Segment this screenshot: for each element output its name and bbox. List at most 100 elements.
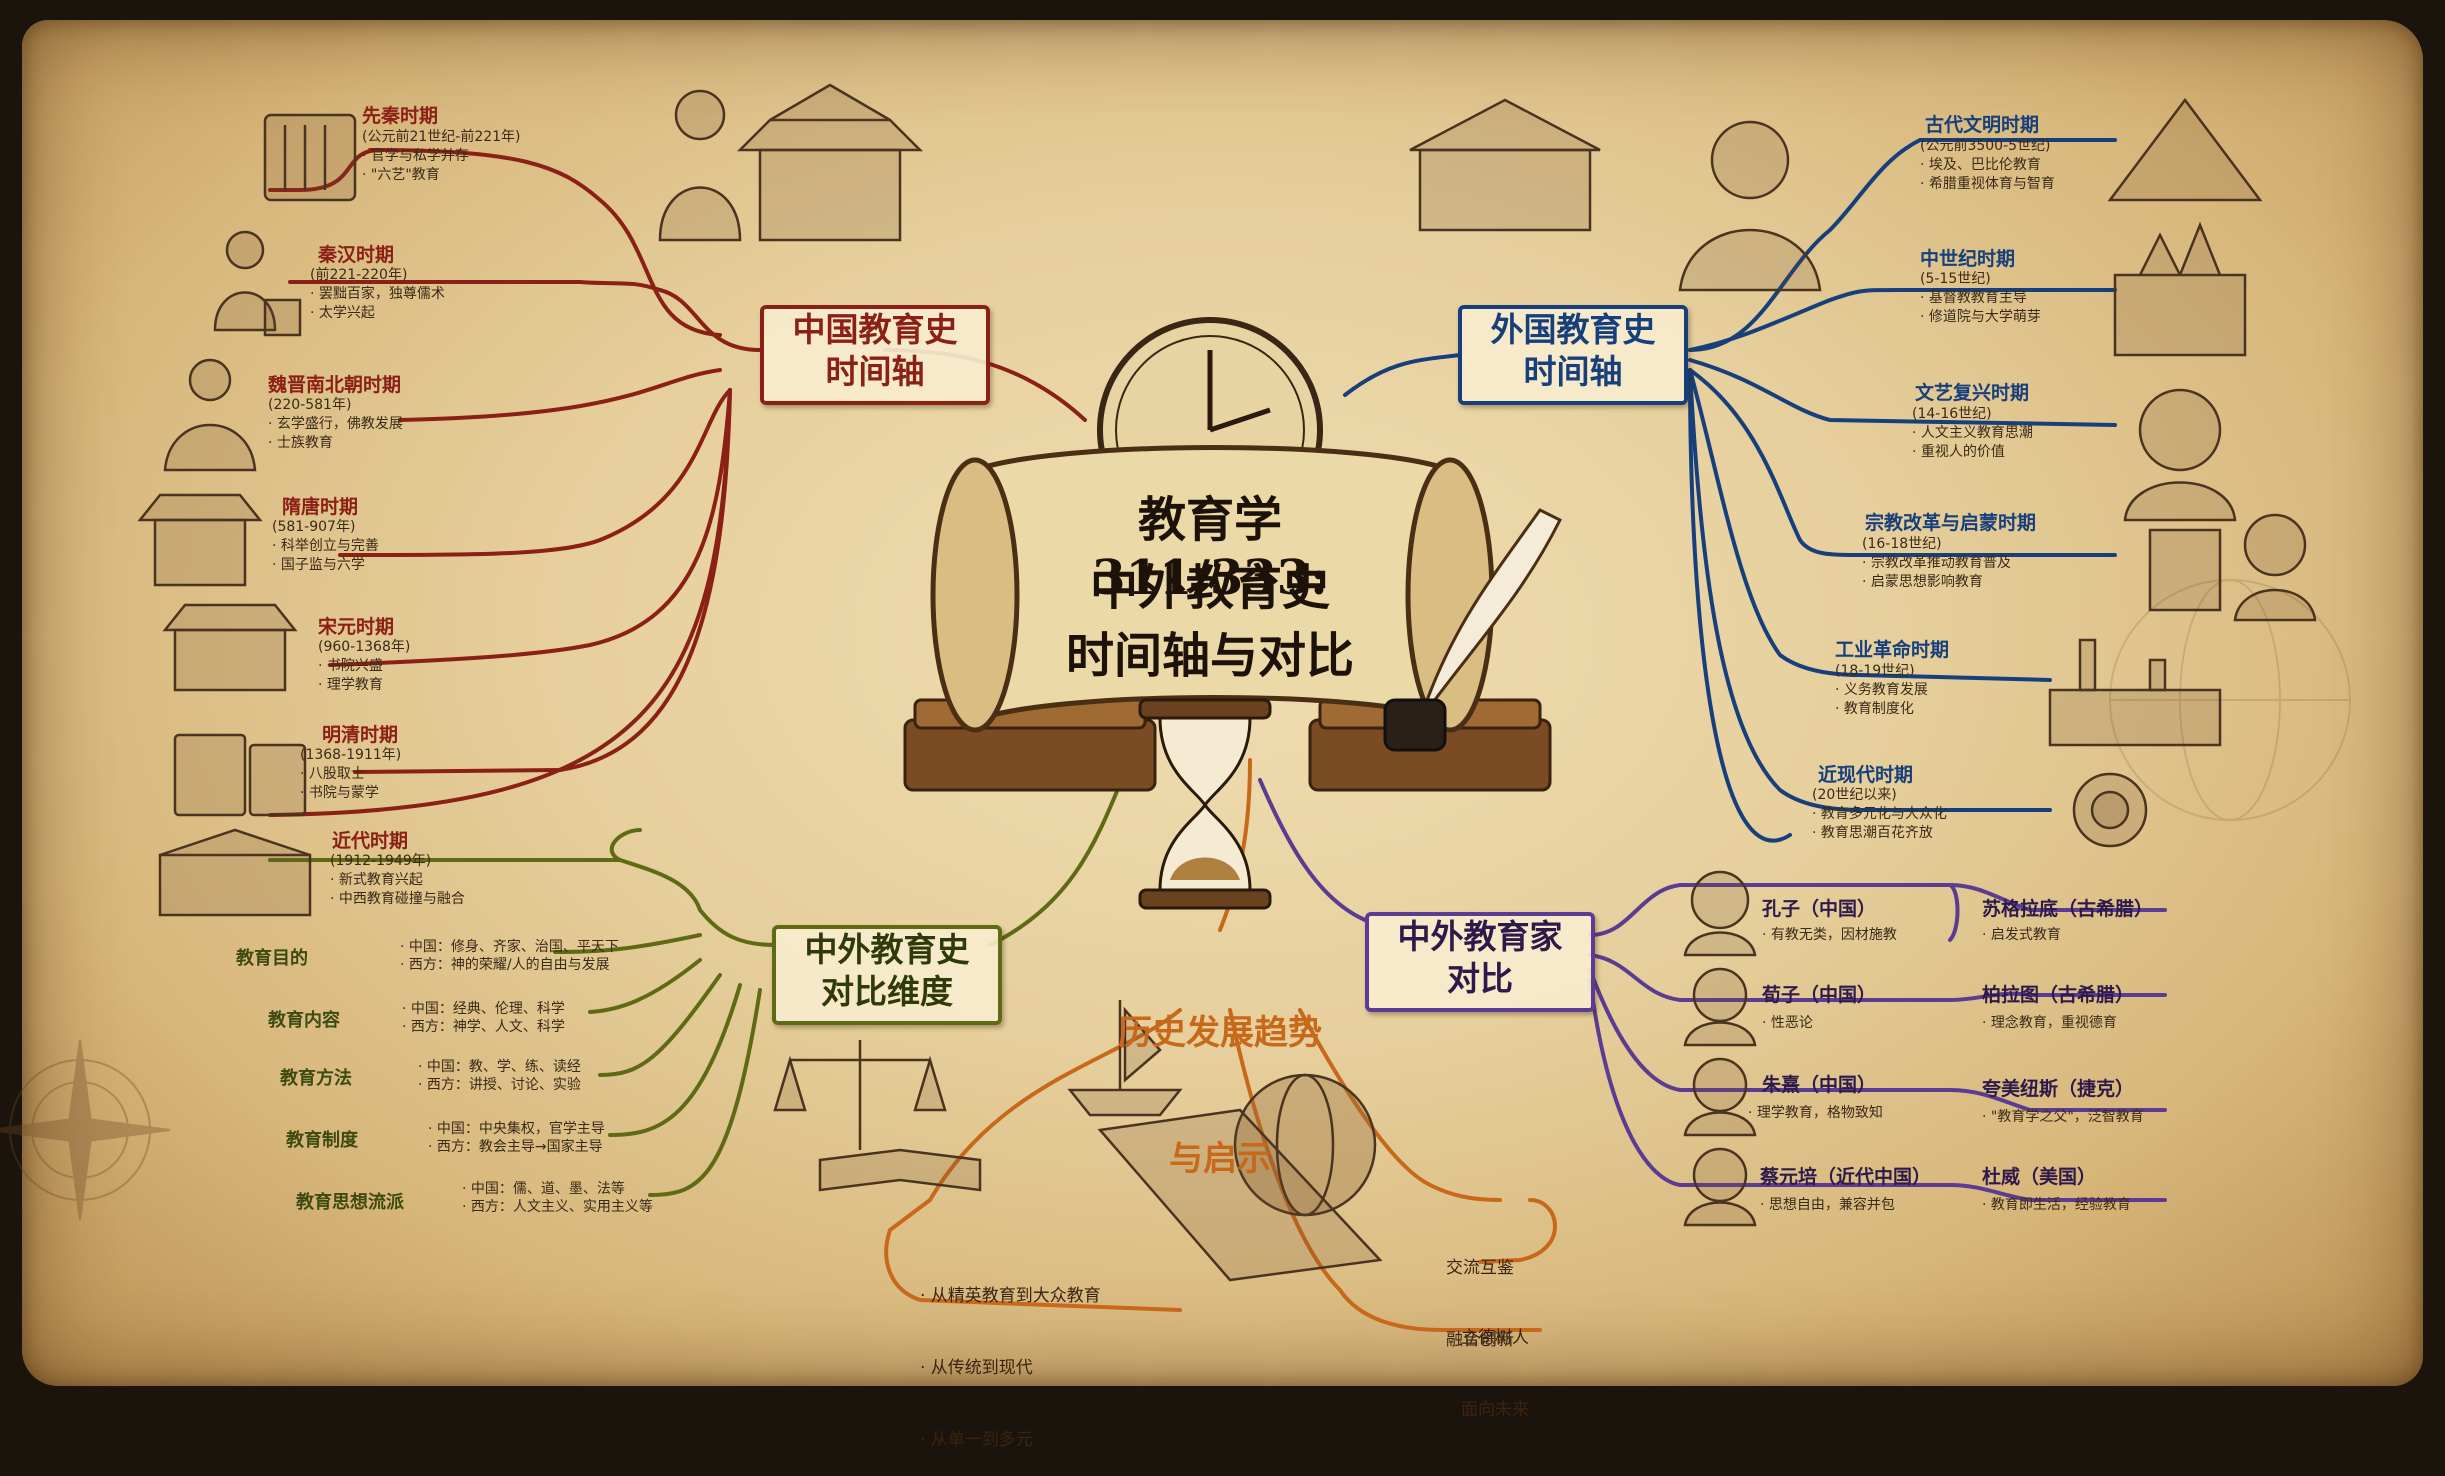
confucius-portrait-icon — [1683, 870, 1757, 957]
trend-item: · 从单一到多元 — [920, 1430, 1033, 1450]
mindmap-canvas — [0, 83, 2351, 1332]
educator-desc: · 理学教育，格物致知 — [1748, 1105, 1883, 1121]
dim-label[interactable]: 教育制度 — [286, 1130, 358, 1151]
meditating-scholar-icon — [163, 358, 257, 472]
quill-icon — [1383, 508, 1563, 752]
dim-label[interactable]: 教育方法 — [280, 1068, 352, 1089]
branch-trends[interactable]: 历史发展趋势 与启示 — [1090, 928, 1350, 1222]
parthenon-icon — [1409, 98, 1601, 232]
cn-period-title[interactable]: 先秦时期 — [362, 105, 439, 127]
educator-desc: · 教育即生活，经验教育 — [1982, 1197, 2131, 1213]
books-icon — [903, 698, 1552, 792]
dim-label[interactable]: 教育思想流派 — [296, 1192, 404, 1213]
center-title-line3: 时间轴与对比 — [1065, 628, 1354, 684]
dim-details: · 中国：修身、齐家、治国、平天下· 西方：神的荣耀/人的自由与发展 — [400, 939, 619, 973]
educator-desc: · 性恶论 — [1762, 1015, 1813, 1031]
dim-details: · 中国：儒、道、墨、法等· 西方：人文主义、实用主义等 — [462, 1181, 653, 1215]
educator-name[interactable]: 荀子（中国） — [1762, 984, 1877, 1006]
educator-name[interactable]: 孔子（中国） — [1762, 898, 1877, 920]
cn-period-title[interactable]: 明清时期 — [322, 724, 399, 746]
educator-desc: · 思想自由，兼容并包 — [1760, 1197, 1895, 1213]
xunzi-portrait-icon — [1683, 967, 1757, 1047]
printing-press-icon — [2148, 528, 2222, 612]
fr-period-title[interactable]: 近现代时期 — [1818, 764, 1914, 786]
fr-period-title[interactable]: 中世纪时期 — [1920, 248, 2016, 270]
branch-comparison-dimensions[interactable]: 中外教育史 对比维度 — [772, 925, 1002, 1025]
cn-period-title[interactable]: 魏晋南北朝时期 — [268, 374, 402, 396]
zhuxi-portrait-icon — [1683, 1057, 1757, 1137]
branch-edu-title2: 对比 — [1447, 959, 1513, 998]
fr-period-details: (5-15世纪)· 基督教教育主导· 修道院与大学萌芽 — [1920, 271, 2041, 325]
cai-yuanpei-portrait-icon — [1683, 1147, 1757, 1227]
fr-period-details: (18-19世纪)· 义务教育发展· 教育制度化 — [1835, 663, 1928, 717]
greek-philosopher-icon — [1678, 120, 1822, 292]
fr-period-details: (公元前3500-5世纪)· 埃及、巴比伦教育· 希腊重视体育与智育 — [1920, 138, 2055, 192]
branch-fr-title2: 时间轴 — [1523, 352, 1623, 391]
center-illustration — [903, 317, 1563, 910]
cathedral-icon — [2113, 221, 2247, 357]
educator-name[interactable]: 夸美纽斯（捷克） — [1982, 1078, 2135, 1100]
dim-details: · 中国：教、学、练、读经· 西方：讲授、讨论、实验 — [418, 1059, 581, 1093]
center-title-line1: 教育学311/333: — [1092, 492, 1328, 606]
map-globe-icon — [2109, 579, 2351, 821]
fr-period-title[interactable]: 工业革命时期 — [1835, 639, 1950, 661]
educator-name[interactable]: 苏格拉底（古希腊） — [1982, 898, 2154, 920]
sailing-ship-icon — [1067, 1000, 1183, 1117]
educator-desc: · 启发式教育 — [1982, 927, 2061, 943]
trend-list: · 从精英教育到大众教育 · 从传统到现代 · 从单一到多元 — [920, 1236, 1101, 1476]
ancient-books-icon — [173, 733, 307, 817]
cn-period-title[interactable]: 近代时期 — [332, 830, 409, 852]
branch-dim-title1: 中外教育史 — [804, 930, 970, 969]
bamboo-scroll-icon — [263, 113, 357, 202]
cn-period-details: (公元前21世纪-前221年)· 官学与私学并存· "六艺"教育 — [362, 129, 521, 183]
dim-details: · 中国：中央集权，官学主导· 西方：教会主导→国家主导 — [428, 1121, 605, 1155]
cn-period-details: (220-581年)· 玄学盛行，佛教发展· 士族教育 — [268, 397, 403, 451]
educator-name[interactable]: 柏拉图（古希腊） — [1982, 984, 2135, 1006]
fr-period-title[interactable]: 古代文明时期 — [1925, 114, 2040, 136]
pyramid-icon — [2107, 97, 2263, 202]
cn-period-title[interactable]: 秦汉时期 — [318, 244, 395, 266]
cn-period-details: (1368-1911年)· 八股取士· 书院与蒙学 — [300, 747, 402, 801]
modern-school-icon — [158, 828, 312, 917]
scholar-writing-icon — [213, 230, 302, 337]
trend-insight-morality[interactable]: 立德树人 面向未来 — [1461, 1328, 1529, 1420]
reformer-portrait-icon — [2233, 513, 2317, 622]
center-title-line2: 中外教育史 — [1089, 560, 1330, 616]
cn-period-title[interactable]: 宋元时期 — [318, 616, 395, 638]
branch-cn-title1: 中国教育史 — [792, 310, 958, 349]
cn-period-details: (1912-1949年)· 新式教育兴起· 中西教育碰撞与融合 — [330, 853, 465, 907]
chinese-palace-icon — [736, 83, 924, 242]
branch-cn-history[interactable]: 中国教育史 时间轴 — [760, 305, 990, 405]
dim-details: · 中国：经典、伦理、科学· 西方：神学、人文、科学 — [402, 1001, 565, 1035]
open-book-icon — [818, 1148, 982, 1192]
trend-item: · 从精英教育到大众教育 — [920, 1286, 1101, 1306]
educator-desc: · 有教无类，因材施教 — [1762, 927, 1897, 943]
dim-label[interactable]: 教育目的 — [236, 948, 308, 969]
sui-tang-building-icon — [137, 493, 263, 587]
educator-name[interactable]: 杜威（美国） — [1982, 1166, 2097, 1188]
cn-period-title[interactable]: 隋唐时期 — [282, 496, 359, 518]
fr-period-details: (14-16世纪)· 人文主义教育思潮· 重视人的价值 — [1912, 406, 2033, 460]
dim-label[interactable]: 教育内容 — [268, 1010, 340, 1031]
branch-trend-title1: 历史发展趋势 — [1118, 1013, 1322, 1053]
branch-educators[interactable]: 中外教育家 对比 — [1365, 912, 1595, 1012]
connectors-cn — [268, 148, 1087, 817]
fr-period-details: (16-18世纪)· 宗教改革推动教育普及· 启蒙思想影响教育 — [1862, 536, 2011, 590]
branch-foreign-history[interactable]: 外国教育史 时间轴 — [1458, 305, 1688, 405]
trend-item: · 从传统到现代 — [920, 1358, 1033, 1378]
academy-gate-icon — [162, 603, 298, 692]
fr-period-title[interactable]: 文艺复兴时期 — [1915, 382, 2030, 404]
fr-period-title[interactable]: 宗教改革与启蒙时期 — [1865, 512, 2037, 534]
cn-period-details: (前221-220年)· 罢黜百家，独尊儒术· 太学兴起 — [310, 267, 445, 321]
factory-icon — [2048, 638, 2222, 747]
branch-edu-title1: 中外教育家 — [1397, 917, 1563, 956]
educator-desc: · "教育学之父"，泛智教育 — [1982, 1109, 2144, 1125]
branch-trend-title2: 与启示 — [1169, 1139, 1271, 1179]
educator-name[interactable]: 朱熹（中国） — [1762, 1074, 1877, 1096]
map-scroll-icon — [1097, 1108, 1383, 1282]
hourglass-icon — [1138, 698, 1272, 910]
fr-period-details: (20世纪以来)· 教育多元化与大众化· 教育思潮百花齐放 — [1812, 787, 1947, 841]
da-vinci-portrait-icon — [2123, 388, 2237, 522]
educator-name[interactable]: 蔡元培（近代中国） — [1760, 1166, 1932, 1188]
trend-insight-exchange[interactable]: 交流互鉴 融合创新 — [1446, 1258, 1514, 1350]
